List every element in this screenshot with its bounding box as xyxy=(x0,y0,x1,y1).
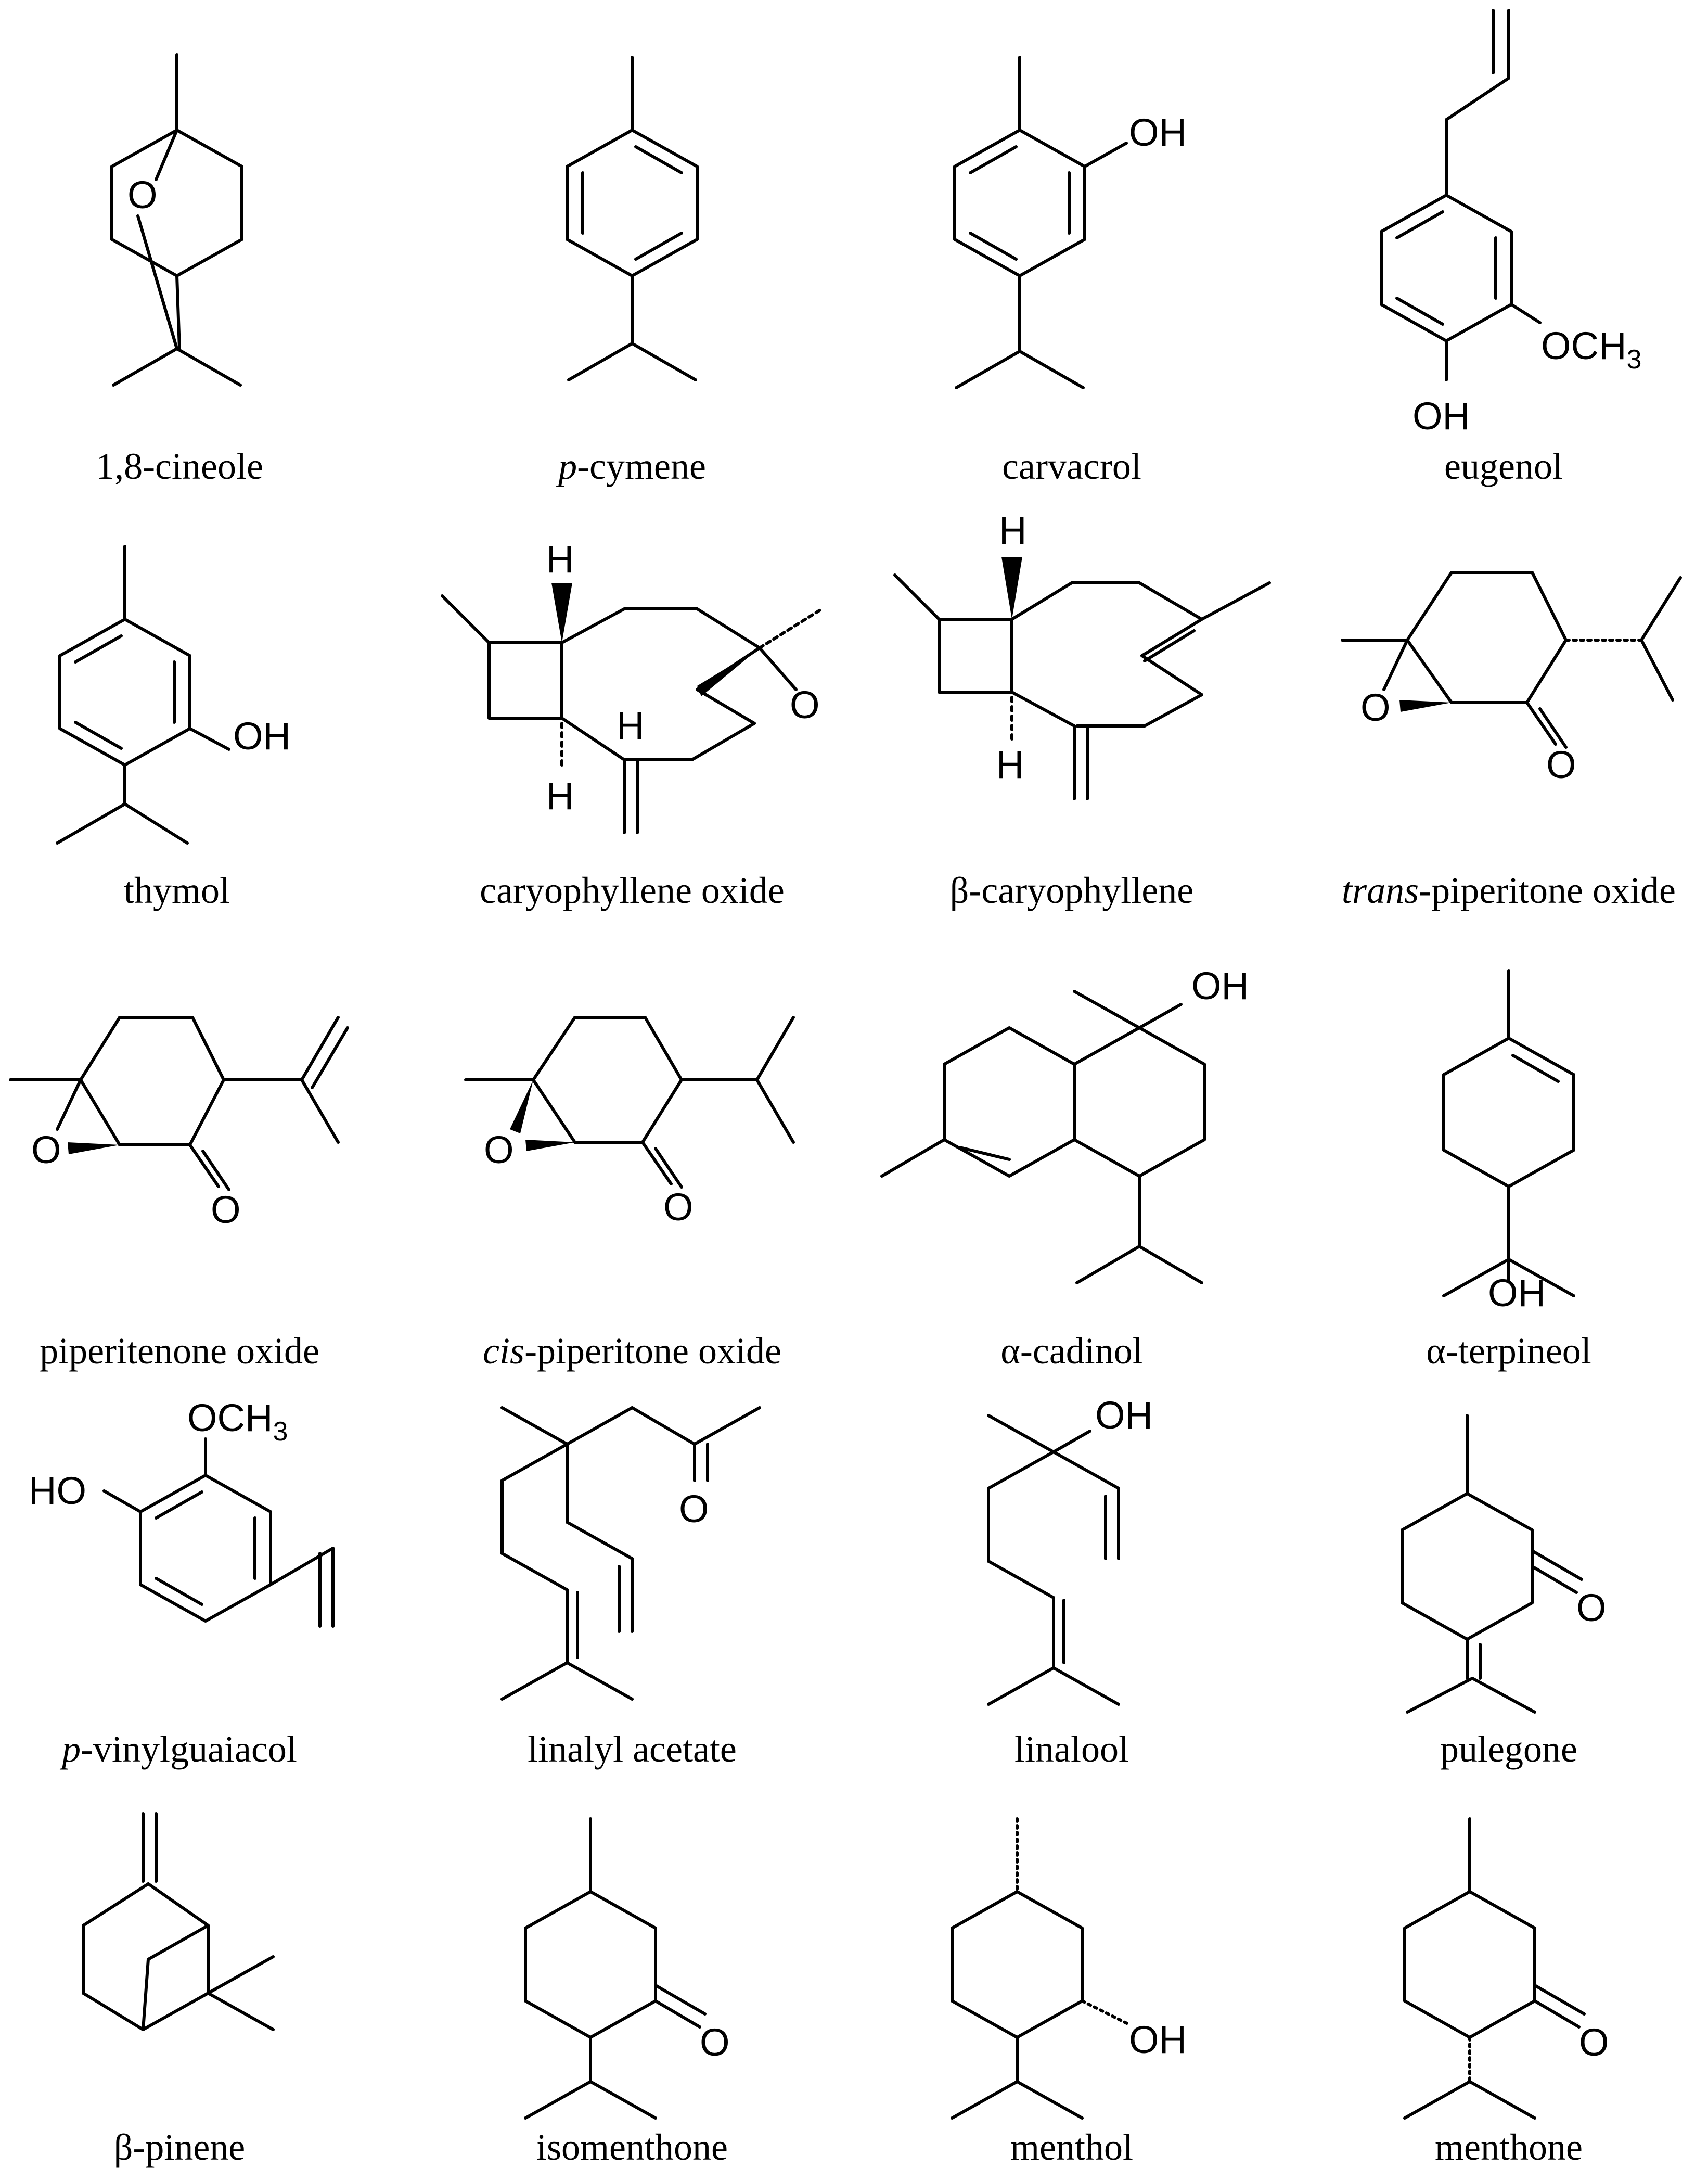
atom-hydroxyl: OH xyxy=(233,715,291,758)
compound-carvacrol: OH carvacrol xyxy=(953,56,1187,487)
structure-isomenthone: O xyxy=(524,1817,730,2120)
structure-pulegone: O xyxy=(1401,1414,1607,1714)
compound-alpha-cadinol: OH α-cadinol xyxy=(880,964,1249,1372)
atom-hydrogen: H xyxy=(546,774,574,818)
structure-menthone: O xyxy=(1403,1817,1609,2120)
atom-oxygen: O xyxy=(1360,686,1391,729)
compound-name: linalool xyxy=(1014,1728,1129,1770)
atom-hydrogen: H xyxy=(617,704,644,747)
atom-methoxy: OCH3 xyxy=(187,1396,288,1447)
compound-name: carvacrol xyxy=(1002,445,1141,487)
compound-name: p-vinylguaiacol xyxy=(59,1728,297,1770)
compound-name: caryophyllene oxide xyxy=(480,870,785,911)
atom-oxygen: O xyxy=(700,2021,730,2064)
compound-name: pulegone xyxy=(1440,1728,1577,1770)
compound-isomenthone: O isomenthone xyxy=(524,1817,730,2168)
atom-oxygen: O xyxy=(1576,1586,1607,1629)
compound-eugenol: OCH3 OH eugenol xyxy=(1380,9,1641,487)
atom-oxygen: O xyxy=(127,173,158,216)
compound-caryophyllene-oxide: H O H H caryophyllene oxide xyxy=(441,538,824,911)
atom-hydroxyl: OH xyxy=(1095,1394,1153,1437)
compound-name: β-caryophyllene xyxy=(950,870,1193,911)
compound-menthone: O menthone xyxy=(1403,1817,1609,2168)
atom-oxygen: O xyxy=(484,1128,514,1171)
compound-cymene: p-cymene xyxy=(556,56,706,487)
atom-hydrogen: H xyxy=(546,538,574,581)
compound-name: α-terpineol xyxy=(1426,1330,1591,1372)
compound-menthol: OH menthol xyxy=(951,1817,1187,2168)
structure-trans-piperitone-oxide: O O xyxy=(1341,571,1682,786)
atom-hydroxyl: OH xyxy=(1129,2018,1187,2061)
structure-cis-piperitone-oxide: O O xyxy=(464,1016,795,1229)
atom-oxygen: O xyxy=(31,1128,61,1171)
compound-name: p-cymene xyxy=(556,445,706,487)
structure-cineole: O xyxy=(110,53,243,387)
compound-name: menthol xyxy=(1010,2126,1133,2168)
compound-trans-piperitone-oxide: O O trans-piperitone oxide xyxy=(1341,571,1682,911)
compound-name: menthone xyxy=(1435,2126,1583,2168)
structure-cymene xyxy=(566,56,699,381)
compound-beta-pinene: β-pinene xyxy=(82,1812,275,2168)
atom-oxygen: O xyxy=(1579,2021,1609,2064)
atom-oxygen: O xyxy=(1546,743,1576,786)
compound-vinylguaiacol: OCH3 HO p-vinylguaiacol xyxy=(29,1396,335,1770)
compound-piperitenone-oxide: O O piperitenone oxide xyxy=(9,1016,349,1372)
compound-linalool: OH linalool xyxy=(987,1394,1153,1770)
compound-pulegone: O pulegone xyxy=(1401,1414,1607,1770)
structure-carvacrol: OH xyxy=(953,56,1187,389)
atom-hydroxyl: OH xyxy=(1129,111,1187,154)
structure-vinylguaiacol: OCH3 HO xyxy=(29,1396,335,1628)
structure-eugenol: OCH3 OH xyxy=(1380,9,1641,438)
structure-piperitenone-oxide: O O xyxy=(9,1016,349,1231)
structure-alpha-cadinol: OH xyxy=(880,964,1249,1284)
compound-thymol: OH thymol xyxy=(56,545,291,911)
compound-name: linalyl acetate xyxy=(528,1728,737,1770)
structure-beta-pinene xyxy=(82,1812,275,2031)
compound-beta-caryophyllene: H H β-caryophyllene xyxy=(893,509,1271,911)
compound-name: β-pinene xyxy=(114,2126,246,2168)
compound-name: α-cadinol xyxy=(1000,1330,1143,1372)
structure-linalyl-acetate: O xyxy=(500,1406,761,1701)
atom-hydrogen: H xyxy=(996,743,1024,786)
atom-oxygen: O xyxy=(211,1188,241,1231)
compound-alpha-terpineol: OH α-terpineol xyxy=(1426,969,1591,1372)
compound-name: piperitenone oxide xyxy=(40,1330,319,1372)
compound-cineole: O 1,8-cineole xyxy=(96,53,263,487)
structure-alpha-terpineol: OH xyxy=(1442,969,1575,1315)
compound-linalyl-acetate: O linalyl acetate xyxy=(500,1406,761,1770)
atom-methoxy: OCH3 xyxy=(1541,324,1641,375)
structure-caryophyllene-oxide: H O H H xyxy=(441,538,824,834)
structure-thymol: OH xyxy=(56,545,291,845)
compound-name: cis-piperitone oxide xyxy=(483,1330,781,1372)
compound-name: isomenthone xyxy=(536,2126,728,2168)
structure-linalool: OH xyxy=(987,1394,1153,1706)
atom-hydroxyl: OH xyxy=(1191,964,1249,1007)
atom-hydroxyl: OH xyxy=(1412,394,1470,438)
atom-oxygen: O xyxy=(790,683,820,726)
compound-name: trans-piperitone oxide xyxy=(1342,870,1676,911)
compound-name: eugenol xyxy=(1444,445,1563,487)
compound-cis-piperitone-oxide: O O cis-piperitone oxide xyxy=(464,1016,795,1372)
atom-hydroxyl: HO xyxy=(29,1469,86,1512)
structure-menthol: OH xyxy=(951,1817,1187,2120)
compound-name: thymol xyxy=(124,870,230,911)
atom-hydrogen: H xyxy=(999,509,1026,552)
atom-oxygen: O xyxy=(679,1487,709,1530)
compound-name: 1,8-cineole xyxy=(96,445,263,487)
atom-oxygen: O xyxy=(663,1185,694,1229)
atom-hydroxyl: OH xyxy=(1488,1271,1546,1315)
structure-beta-caryophyllene: H H xyxy=(893,509,1271,800)
